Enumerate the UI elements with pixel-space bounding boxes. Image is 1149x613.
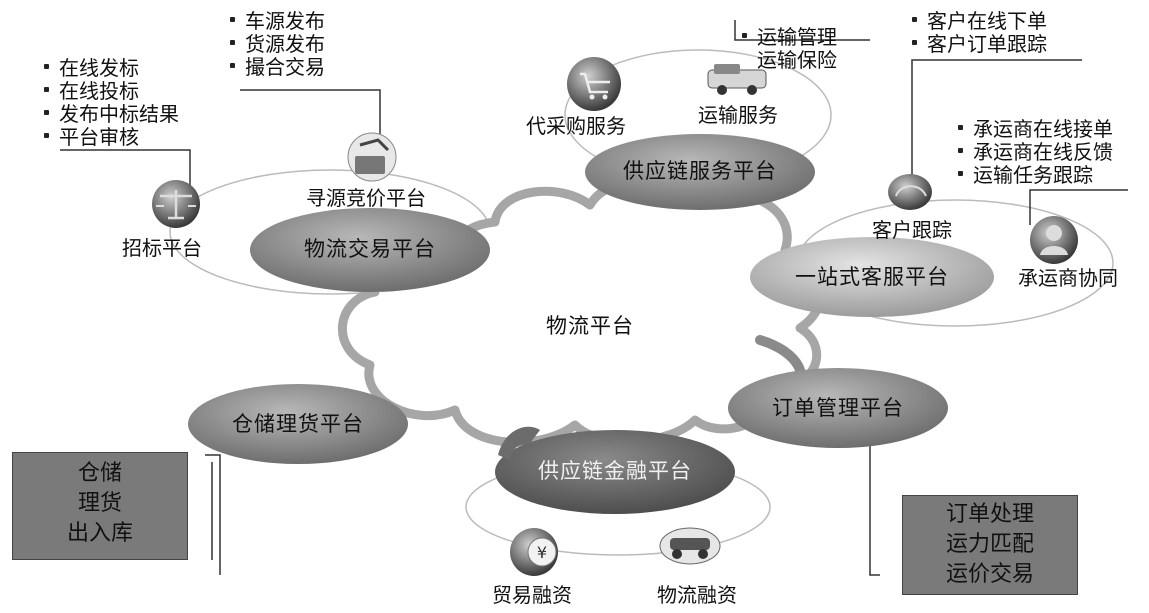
transport-bullet-list: 运输管理 运输保险 <box>742 26 837 72</box>
customer-bullet-list: 客户在线下单 客户订单跟踪 <box>912 10 1047 56</box>
bullet-icon <box>230 17 235 22</box>
list-item: 承运商在线接单 <box>958 118 1113 141</box>
bullet-icon <box>44 133 49 138</box>
leader-line-order <box>855 429 880 576</box>
customer-tracking-icon <box>888 174 932 210</box>
ellipse-logistics-trade <box>250 208 490 292</box>
bullet-icon <box>958 171 963 176</box>
list-item: 运输任务跟踪 <box>958 164 1113 187</box>
box-line: 运力匹配 <box>945 532 1034 557</box>
box-line: 理货 <box>77 491 122 516</box>
list-item: 发布中标结果 <box>44 103 179 126</box>
bullet-icon <box>44 110 49 115</box>
box-line: 运价交易 <box>945 562 1034 587</box>
box-line: 订单处理 <box>945 502 1034 527</box>
bullet-icon <box>958 148 963 153</box>
list-item: 平台审核 <box>44 126 179 149</box>
bullet-icon <box>912 40 917 45</box>
list-item: 在线投标 <box>44 80 179 103</box>
node-transport-service: 运输服务 <box>698 103 778 127</box>
node-customer-tracking: 客户跟踪 <box>872 218 952 242</box>
box-line: 仓储 <box>77 461 122 486</box>
order-functions-box: 订单处理 运力匹配 运价交易 <box>902 495 1078 595</box>
leader-line-customer <box>911 59 1082 175</box>
platform-warehouse-management: 仓储理货平台 <box>232 412 364 436</box>
trade-financing-icon: ¥ <box>510 528 558 576</box>
bidding-scale-icon <box>152 180 200 228</box>
bullet-icon <box>44 64 49 69</box>
sourcing-bidding-icon <box>347 132 397 182</box>
yen-symbol: ¥ <box>537 543 547 562</box>
bullet-icon <box>742 33 747 38</box>
platform-supply-chain-service: 供应链服务平台 <box>623 159 777 183</box>
bidding-bullet-list: 在线发标 在线投标 发布中标结果 平台审核 <box>44 57 179 149</box>
list-item: 在线发标 <box>44 57 179 80</box>
list-item: 运输保险 <box>757 48 837 72</box>
finance-ribbon-icon <box>498 426 540 460</box>
carrier-person-icon <box>1030 216 1078 264</box>
bullet-icon <box>230 63 235 68</box>
list-item: 撮合交易 <box>230 56 325 79</box>
box-line: 出入库 <box>66 521 133 546</box>
procurement-cart-icon <box>567 57 621 111</box>
warehouse-functions-box: 仓储 理货 出入库 <box>12 452 188 560</box>
logistics-financing-icon <box>659 527 721 565</box>
list-item: 车源发布 <box>230 10 325 33</box>
node-sourcing-bidding: 寻源竞价平台 <box>306 186 426 210</box>
platform-logistics-trade: 物流交易平台 <box>304 237 436 261</box>
bullet-icon <box>44 87 49 92</box>
platform-supply-chain-finance: 供应链金融平台 <box>538 459 692 483</box>
leader-line-sourcing <box>240 89 381 145</box>
leader-line-bidding <box>60 149 191 188</box>
node-trade-financing: 贸易融资 <box>492 583 572 607</box>
leader-line-carrier <box>1029 189 1128 225</box>
carrier-bullet-list: 承运商在线接单 承运商在线反馈 运输任务跟踪 <box>958 118 1113 187</box>
bullet-icon <box>958 125 963 130</box>
list-item: 承运商在线反馈 <box>958 141 1113 164</box>
platform-one-stop-service: 一站式客服平台 <box>795 265 949 289</box>
ellipse-warehouse-management <box>188 384 408 464</box>
leader-line-warehouse <box>205 454 221 575</box>
list-item: 货源发布 <box>230 33 325 56</box>
bullet-icon <box>230 40 235 45</box>
center-label: 物流平台 <box>546 314 634 338</box>
ellipse-one-stop-service <box>750 237 994 317</box>
list-item: 运输管理 <box>742 26 837 49</box>
ellipse-supply-chain-finance <box>495 430 735 514</box>
node-bidding-platform: 招标平台 <box>122 236 202 260</box>
ellipse-order-management <box>728 368 948 448</box>
bullet-icon <box>912 17 917 22</box>
node-carrier-collaboration: 承运商协同 <box>1018 266 1118 290</box>
sourcing-bullet-list: 车源发布 货源发布 撮合交易 <box>230 10 325 79</box>
ellipse-supply-chain-service <box>585 134 815 210</box>
node-logistics-financing: 物流融资 <box>657 583 737 607</box>
leader-line-transport <box>734 20 870 41</box>
platform-order-management: 订单管理平台 <box>772 396 904 420</box>
transport-truck-icon <box>707 64 767 95</box>
node-procurement-service: 代采购服务 <box>526 114 626 138</box>
list-item: 客户订单跟踪 <box>912 33 1047 56</box>
list-item: 客户在线下单 <box>912 10 1047 33</box>
